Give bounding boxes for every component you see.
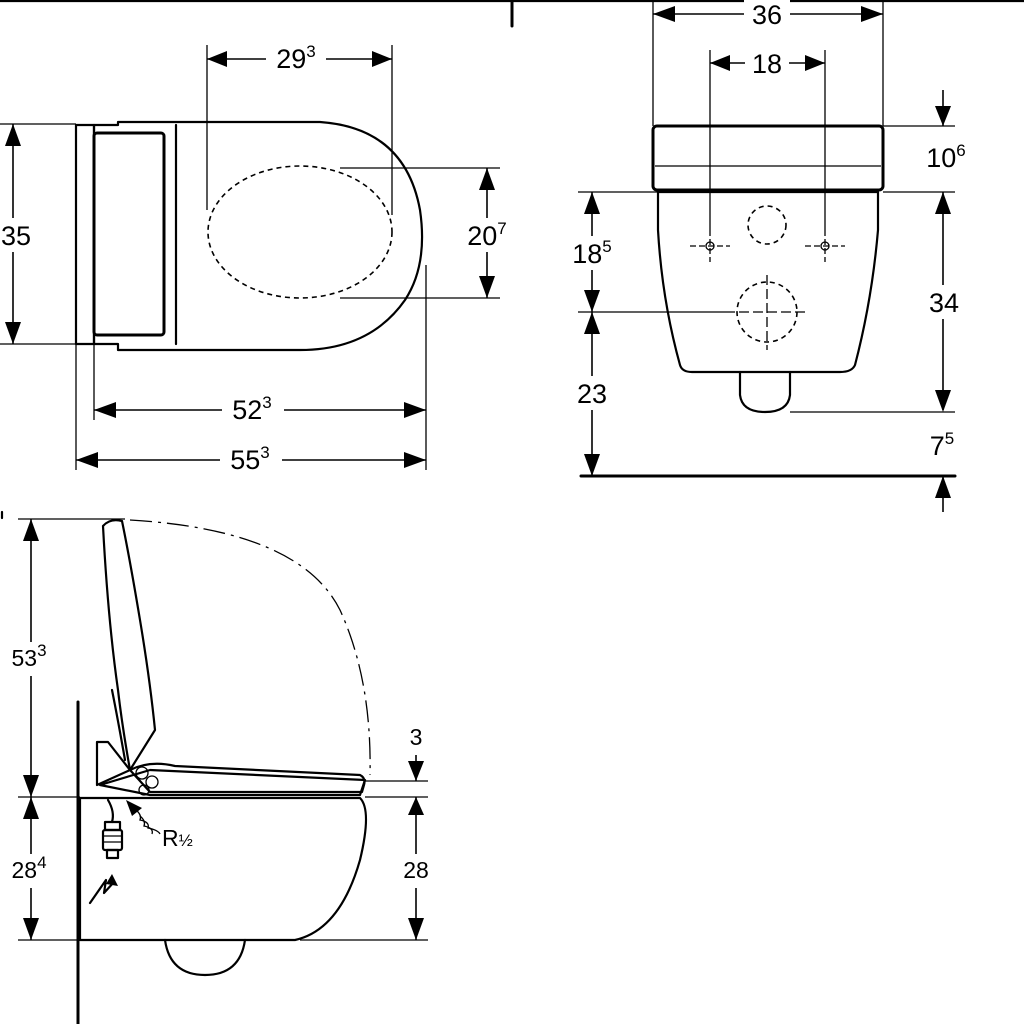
label-mask [745,46,789,80]
hose-fitting [101,828,124,852]
hose-connector [103,820,122,832]
side-view: R½ 533 284 3 28 [0,510,436,1024]
label-mask [922,285,966,319]
arrowhead [805,55,825,71]
arrowhead [935,192,951,214]
arrowhead [584,312,600,334]
arrowhead [935,106,951,126]
dim-overall-length: 553 [230,443,270,475]
arrowhead [23,918,39,940]
water-inlet-arrow-icon [126,800,161,835]
label-mask [220,442,282,476]
front-view-inlet-circle [747,205,787,245]
arrowhead [710,55,730,71]
dim-wall-height: 284 [11,853,46,883]
dim-bowl-height: 34 [929,288,959,318]
arrowhead [207,51,227,67]
label-mask [222,392,284,426]
arrowhead [584,290,600,312]
label-mask [744,0,790,32]
side-view-seat [128,762,366,794]
label-mask [4,854,58,888]
side-view-bowl [78,796,368,942]
arrowhead [408,797,424,815]
top-view-body-outline [92,120,424,352]
arrowhead [584,192,600,214]
label-mask [266,40,326,74]
arrowhead [76,452,98,468]
arrowhead [5,124,21,146]
arrowhead [23,519,39,541]
dim-seat-width: 293 [276,42,316,74]
side-view-outlet [163,938,247,977]
arrowhead [23,775,39,797]
hose-end [105,848,120,860]
arrowhead [5,322,21,344]
dim-bowl-length: 523 [232,393,272,425]
arrowhead [479,168,495,190]
top-view-back-panel [74,123,96,346]
arrowhead [23,797,39,819]
dim-overall-height: 35 [1,221,31,251]
dim-bolt-height: 185 [572,237,612,269]
dim-seat-gap: 3 [410,724,423,750]
front-view-bowl [656,190,880,374]
arrowhead [404,452,426,468]
dim-outlet-height: 23 [577,379,607,409]
front-view-outlet [738,370,792,414]
bolt-hole-right [805,230,845,262]
dim-outlet-offset: 75 [930,429,955,461]
top-view: 293 35 207 523 553 [0,40,512,476]
front-view-tank [651,124,885,192]
control-panel-icon [135,766,159,796]
label-mask [396,854,436,888]
arrowhead [935,476,951,498]
side-view-lid-swing-arc [129,519,371,776]
top-view-seat-opening [207,165,393,299]
dim-bolt-spacing: 18 [752,49,782,79]
top-view-control-module [92,131,166,337]
arrowhead [408,918,424,940]
arrowhead [372,51,392,67]
label-mask [462,218,512,252]
bolt-hole-left [690,230,730,262]
dim-seat-depth: 207 [467,219,507,251]
dim-side-bowl-height: 28 [403,857,429,883]
arrowhead [861,6,883,22]
dim-lid-open-height: 533 [11,641,46,671]
lid-inner-edge [110,688,127,762]
label-mask [0,218,34,252]
front-view: 36 18 106 34 75 185 23 [566,0,966,512]
label-mask [566,236,618,270]
side-view-open-lid [101,519,157,772]
arrowhead [935,390,951,412]
label-mask [570,376,614,410]
arrowhead [479,276,495,298]
electric-supply-icon [88,874,118,905]
arrowhead [408,761,424,781]
hose [106,798,114,824]
water-connection-label: R½ [162,825,193,851]
arrowhead [94,402,116,418]
arrowhead [653,6,675,22]
dim-overall-width: 36 [752,0,782,30]
label-mask [4,642,58,676]
arrowhead [404,402,426,418]
dim-tank-height: 106 [926,141,966,173]
arrowhead [584,454,600,476]
